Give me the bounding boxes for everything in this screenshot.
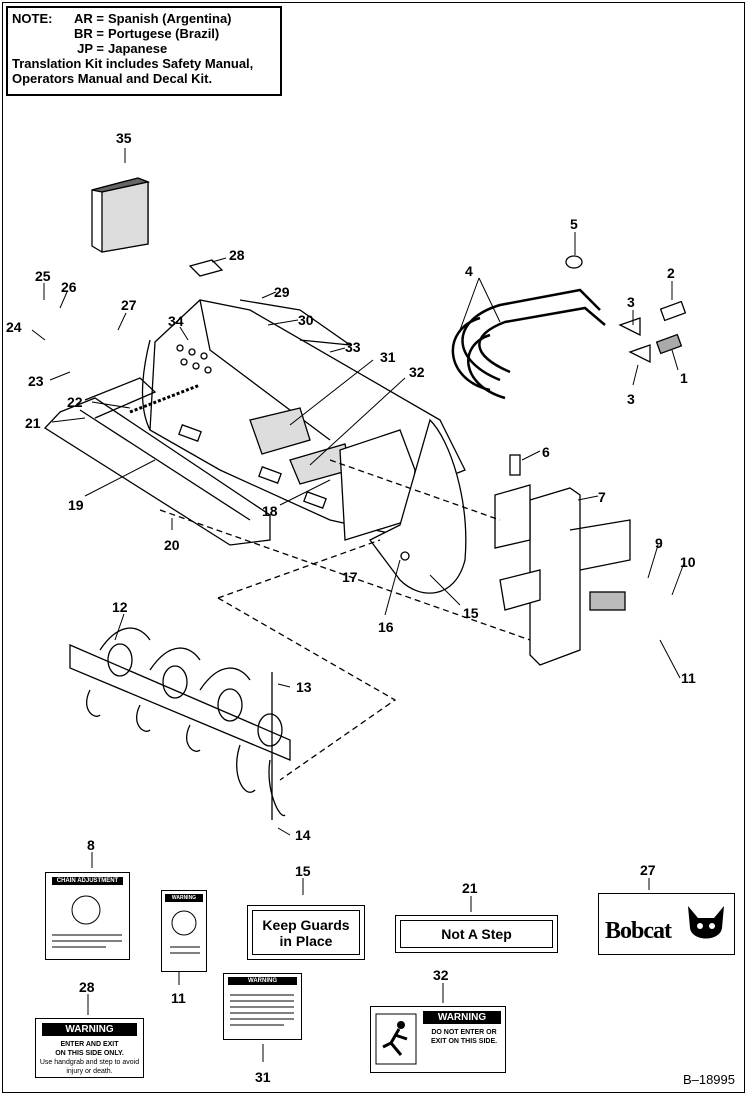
callout-28: 28 xyxy=(229,247,245,263)
decal-chain-adjustment: CHAIN ADJUSTMENT xyxy=(45,872,130,960)
callout-21b: 21 xyxy=(462,880,478,896)
person-falling-icon xyxy=(375,1013,417,1065)
callout-8: 8 xyxy=(87,837,95,853)
decal-warning-28: WARNING ENTER AND EXIT ON THIS SIDE ONLY… xyxy=(35,1018,144,1078)
kit-line-2: Operators Manual and Decal Kit. xyxy=(12,71,213,86)
callout-29: 29 xyxy=(274,284,290,300)
callout-15b: 15 xyxy=(295,863,311,879)
bobcat-head-icon xyxy=(688,906,724,939)
callout-18: 18 xyxy=(262,503,278,519)
callout-14: 14 xyxy=(295,827,311,843)
callout-32: 32 xyxy=(409,364,425,380)
callout-7: 7 xyxy=(598,489,606,505)
callout-21: 21 xyxy=(25,415,41,431)
callout-33: 33 xyxy=(345,339,361,355)
decal-bobcat-logo: Bobcat xyxy=(598,893,735,955)
assembly-lines xyxy=(159,459,531,781)
callout-24: 24 xyxy=(6,319,22,335)
decal-warning-31: WARNING xyxy=(223,973,302,1040)
callout-3: 3 xyxy=(627,294,635,310)
warning-11-illustration xyxy=(170,910,200,954)
decal-keep-guards: Keep Guards in Place xyxy=(247,905,365,960)
callout-2: 2 xyxy=(667,265,675,281)
callout-5: 5 xyxy=(570,216,578,232)
tiller-rotor xyxy=(69,627,291,817)
callout-25: 25 xyxy=(35,268,51,284)
side-plate xyxy=(339,418,467,594)
decal-warning-32: WARNING DO NOT ENTER OR EXIT ON THIS SID… xyxy=(370,1006,506,1073)
callout-22: 22 xyxy=(67,394,83,410)
decal-kit-box xyxy=(91,177,151,253)
callout-16: 16 xyxy=(378,619,394,635)
decal-28-part xyxy=(188,259,224,277)
translation-note: NOTE:AR =Spanish (Argentina) BR =Portuge… xyxy=(6,6,282,96)
chain-adjust-illustration xyxy=(52,895,122,948)
callout-labels: 1 2 3 3 4 5 6 7 8 9 10 11 11 12 13 14 15… xyxy=(6,130,696,1085)
bobcat-wordmark: Bobcat xyxy=(605,918,672,944)
callout-19: 19 xyxy=(68,497,84,513)
callout-31b: 31 xyxy=(380,349,396,365)
callout-35: 35 xyxy=(116,130,132,146)
callout-32b: 32 xyxy=(433,967,449,983)
callout-10: 10 xyxy=(680,554,696,570)
callout-30: 30 xyxy=(298,312,314,328)
decal-not-a-step: Not A Step xyxy=(395,915,558,953)
skid-skirt xyxy=(43,377,271,546)
callout-17: 17 xyxy=(342,569,358,585)
chain xyxy=(129,383,201,414)
note-prefix: NOTE: xyxy=(12,11,53,26)
callout-23: 23 xyxy=(28,373,44,389)
warning-31-text-lines xyxy=(230,994,294,1026)
callout-27: 27 xyxy=(121,297,137,313)
callout-6: 6 xyxy=(542,444,550,460)
callout-11b: 11 xyxy=(171,990,186,1006)
callout-26: 26 xyxy=(61,279,77,295)
callout-12: 12 xyxy=(112,599,128,615)
document-number: B–18995 xyxy=(682,1072,735,1087)
decal-warning-11: WARNING xyxy=(161,890,207,972)
tube xyxy=(303,491,327,509)
callout-4: 4 xyxy=(465,263,473,279)
fittings xyxy=(509,255,687,476)
callout-11: 11 xyxy=(681,670,696,686)
callout-3b: 3 xyxy=(627,391,635,407)
tube xyxy=(178,424,202,442)
callout-13: 13 xyxy=(296,679,312,695)
kit-line-1: Translation Kit includes Safety Manual, xyxy=(12,56,254,71)
callout-15: 15 xyxy=(463,605,479,621)
callout-9: 9 xyxy=(655,535,663,551)
callout-28b: 28 xyxy=(79,979,95,995)
callout-27b: 27 xyxy=(640,862,656,878)
callout-20: 20 xyxy=(164,537,180,553)
callout-34: 34 xyxy=(168,313,184,329)
leader-lines xyxy=(31,148,685,1062)
gearbox xyxy=(494,484,631,666)
hydraulic-hoses xyxy=(451,288,606,400)
callout-1: 1 xyxy=(680,370,688,386)
tube xyxy=(258,466,282,484)
callout-31: 31 xyxy=(255,1069,271,1085)
